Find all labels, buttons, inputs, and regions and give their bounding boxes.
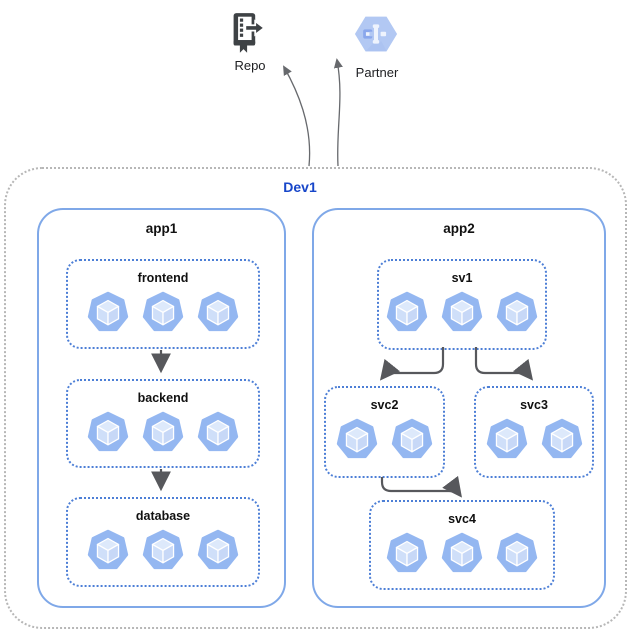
service-sv1: sv1 bbox=[377, 259, 547, 350]
partner-icon bbox=[354, 12, 398, 56]
pod-icon bbox=[142, 291, 184, 332]
arrow-dev1-repo bbox=[283, 65, 311, 167]
service-svc3: svc3 bbox=[474, 386, 594, 478]
pod-icon bbox=[197, 529, 239, 570]
pod-icon bbox=[496, 532, 538, 573]
service-svc4: svc4 bbox=[369, 500, 555, 590]
app2-title: app2 bbox=[443, 221, 475, 236]
pod-icon bbox=[142, 529, 184, 570]
app1-box: app1 frontend backend bbox=[37, 208, 286, 608]
app2-box: app2 sv1 svc2 svc3 bbox=[312, 208, 606, 608]
pod-group-sv1 bbox=[385, 291, 539, 332]
service-sv1-label: sv1 bbox=[451, 271, 473, 285]
service-svc2: svc2 bbox=[324, 386, 445, 478]
pod-icon bbox=[386, 532, 428, 573]
arrow-dev1-partner bbox=[333, 58, 343, 167]
service-svc2-label: svc2 bbox=[370, 398, 399, 412]
source-repository-icon bbox=[230, 11, 266, 53]
pod-icon bbox=[441, 532, 483, 573]
pod-icon bbox=[87, 529, 129, 570]
pod-icon bbox=[386, 291, 428, 332]
repo-label: Repo bbox=[234, 58, 266, 73]
service-backend-label: backend bbox=[137, 391, 189, 405]
pod-icon bbox=[541, 418, 582, 459]
pod-group-svc2 bbox=[335, 418, 434, 459]
pod-group-svc3 bbox=[485, 418, 584, 459]
pod-icon bbox=[441, 291, 483, 332]
pod-group-backend bbox=[86, 411, 240, 452]
pod-icon bbox=[496, 291, 538, 332]
pod-icon bbox=[142, 411, 184, 452]
pod-icon bbox=[486, 418, 527, 459]
partner-label: Partner bbox=[355, 65, 399, 80]
pod-icon bbox=[197, 291, 239, 332]
service-backend: backend bbox=[66, 379, 260, 468]
pod-icon bbox=[391, 418, 433, 459]
pod-icon bbox=[87, 411, 129, 452]
service-frontend: frontend bbox=[66, 259, 260, 349]
pod-group-database bbox=[86, 529, 240, 570]
pod-icon bbox=[87, 291, 129, 332]
service-database-label: database bbox=[135, 509, 191, 523]
dev1-boundary-label: Dev1 bbox=[283, 179, 317, 195]
service-svc4-label: svc4 bbox=[448, 512, 476, 526]
dev1-boundary-box bbox=[4, 167, 627, 629]
pod-icon bbox=[197, 411, 239, 452]
pod-group-svc4 bbox=[385, 532, 539, 573]
app1-title: app1 bbox=[145, 221, 178, 236]
pod-icon bbox=[336, 418, 378, 459]
pod-group-frontend bbox=[86, 291, 240, 332]
service-database: database bbox=[66, 497, 260, 587]
service-svc3-label: svc3 bbox=[520, 398, 548, 412]
service-frontend-label: frontend bbox=[137, 271, 189, 285]
